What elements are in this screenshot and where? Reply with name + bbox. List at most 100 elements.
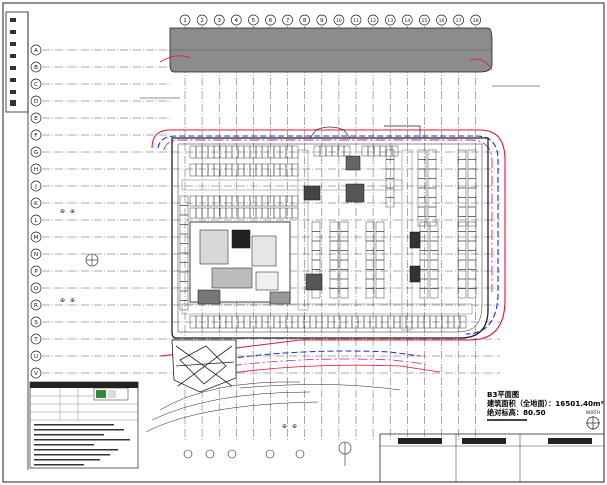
row-axis-bubble: E (30, 112, 42, 124)
svg-text:⊕: ⊕ (292, 423, 297, 430)
column-axis-label: 17 (456, 18, 462, 24)
floor-outline (171, 137, 489, 339)
row-axis-bubbles: A B C D E F G H J K L M N P Q R S T U V (30, 44, 42, 379)
column-axis-bubble: 10 (333, 14, 345, 26)
column-axis-label: 10 (336, 18, 342, 24)
row-axis-bubble: K (30, 197, 42, 209)
drive-aisles (181, 149, 473, 331)
row-axis-label: G (34, 150, 38, 156)
row-axis-bubble: J (30, 180, 42, 192)
row-axis-bubble: H (30, 163, 42, 175)
column-axis-label: 16 (439, 18, 445, 24)
column-axis-label: 13 (387, 18, 393, 24)
row-axis-label: Q (34, 286, 39, 292)
column-axis-bubble: 7 (282, 14, 293, 26)
core-area (189, 155, 421, 305)
boundary-lines (151, 129, 506, 377)
column-axis-bubble: 8 (299, 14, 311, 26)
row-axis-label: V (34, 371, 38, 377)
annotation-marks: ⊕ ⊕ ⊕ ⊕ ⊕ ⊕ (60, 208, 352, 466)
row-axis-label: A (34, 48, 38, 54)
plan-area: 建筑面积（全地面）：16501.40m² (487, 399, 604, 408)
row-axis-bubble: B (30, 61, 42, 73)
column-axis-label: 14 (404, 18, 410, 24)
notes-table (29, 381, 139, 469)
row-axis-label: C (34, 82, 38, 88)
column-axis-bubble: 12 (367, 14, 379, 26)
entrance-ramp (145, 339, 401, 433)
row-axis-bubble: V (30, 367, 42, 379)
column-axis-bubble: 1 (179, 14, 191, 26)
plan-info: B3平面图 建筑面积（全地面）：16501.40m² 绝对标高：80.50 (487, 390, 604, 421)
plan-title: B3平面图 (487, 390, 519, 399)
row-axis-label: P (34, 269, 38, 275)
row-axis-label: N (34, 252, 38, 258)
column-axis-label: 5 (252, 18, 256, 24)
column-axis-bubble: 11 (350, 14, 362, 26)
north-label: NORTH (586, 410, 600, 415)
column-axis-label: 12 (370, 18, 376, 24)
title-block (379, 433, 604, 482)
column-axis-bubble: 18 (470, 14, 482, 26)
row-axis-label: H (34, 167, 38, 173)
row-axis-label: R (34, 303, 38, 309)
row-axis-bubble: G (30, 146, 42, 158)
plan-elevation: 绝对标高：80.50 (487, 408, 546, 417)
column-axis-bubble: 16 (436, 14, 447, 26)
row-axis-bubble: T (30, 333, 42, 345)
row-axis-bubble: F (30, 129, 42, 141)
row-axis-label: L (34, 218, 38, 224)
column-axis-bubble: 14 (401, 14, 413, 26)
row-axis-label: D (34, 99, 38, 105)
parking-stalls (179, 145, 477, 329)
column-axis-label: 18 (473, 18, 479, 24)
column-axis-bubble: 13 (384, 14, 396, 26)
row-axis-bubble: M (30, 231, 42, 243)
column-axis-label: 2 (200, 18, 204, 24)
column-axis-label: 4 (235, 18, 239, 24)
row-axis-label: U (34, 354, 38, 360)
column-axis-bubble: 6 (265, 14, 276, 26)
svg-text:⊕: ⊕ (282, 423, 287, 430)
north-arrow: NORTH (586, 410, 600, 430)
column-axis-label: 15 (421, 18, 427, 24)
upper-structure (140, 27, 540, 99)
row-axis-bubble: L (30, 214, 42, 226)
row-axis-label: K (34, 201, 38, 207)
column-axis-label: 11 (353, 18, 359, 24)
row-axis-bubble: N (30, 248, 42, 260)
column-axis-bubble: 9 (316, 14, 328, 26)
row-axis-label: F (34, 133, 37, 139)
row-axis-bubble: C (30, 78, 42, 90)
column-axis-label: 8 (303, 18, 307, 24)
row-axis-label: S (34, 320, 38, 326)
stamp-marks (10, 18, 16, 106)
svg-text:⊕: ⊕ (60, 297, 65, 304)
column-axis-label: 7 (286, 18, 290, 24)
svg-text:⊕: ⊕ (70, 297, 75, 304)
svg-text:⊕: ⊕ (60, 208, 65, 215)
row-axis-bubble: R (30, 299, 42, 311)
column-axis-label: 1 (183, 18, 187, 24)
column-axis-bubble: 17 (453, 14, 464, 26)
column-axis-bubble: 4 (230, 14, 242, 26)
column-axis-bubble: 2 (196, 14, 208, 26)
row-axis-bubble: S (30, 316, 42, 328)
row-axis-label: B (34, 65, 38, 71)
column-axis-label: 9 (320, 18, 324, 24)
row-axis-label: M (34, 235, 39, 241)
column-axis-label: 3 (217, 18, 221, 24)
svg-text:⊕: ⊕ (70, 208, 75, 215)
row-axis-bubble: A (30, 44, 42, 56)
row-axis-bubble: U (30, 350, 42, 362)
row-axis-bubble: Q (30, 282, 42, 294)
column-axis-bubble: 3 (213, 14, 225, 26)
row-axis-label: J (34, 184, 37, 190)
row-axis-bubble: D (30, 95, 42, 107)
row-axis-bubble: P (30, 265, 42, 277)
column-axis-label: 6 (269, 18, 273, 24)
column-axis-bubble: 5 (248, 14, 259, 26)
ramp-top (309, 125, 421, 139)
